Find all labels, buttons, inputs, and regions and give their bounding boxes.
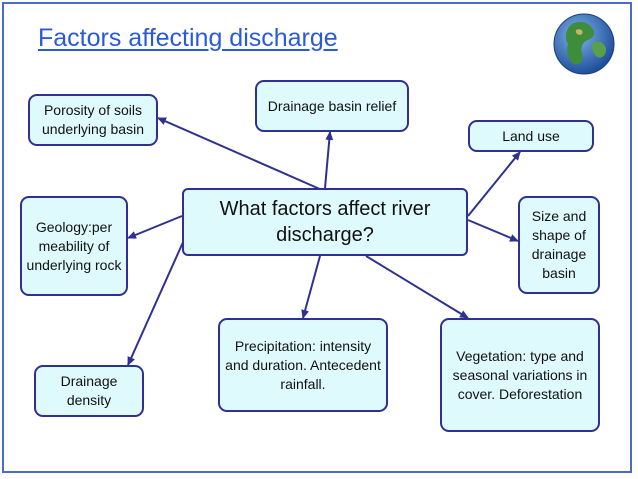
node-size-shape: Size and shape of drainage basin	[518, 196, 600, 294]
node-land-use: Land use	[468, 120, 594, 152]
node-drainage-density: Drainage density	[34, 365, 144, 417]
arrow-to-geology	[127, 215, 183, 239]
node-geology: Geology:per meability of underlying rock	[20, 196, 128, 296]
arrow-to-porosity	[157, 117, 323, 191]
arrow-to-relief	[324, 131, 334, 189]
globe-icon	[553, 13, 615, 75]
arrow-to-size-shape	[467, 219, 519, 242]
arrow-to-drainage-density	[127, 239, 185, 366]
node-porosity: Porosity of soils underlying basin	[28, 94, 158, 146]
arrow-to-vegetation	[365, 255, 469, 319]
node-precipitation: Precipitation: intensity and duration. A…	[218, 318, 388, 412]
arrow-to-land-use	[467, 151, 521, 217]
node-vegetation: Vegetation: type and seasonal variations…	[440, 318, 600, 432]
central-question: What factors affect river discharge?	[182, 188, 468, 256]
node-relief: Drainage basin relief	[255, 80, 409, 132]
page-title: Factors affecting discharge	[38, 24, 338, 52]
arrow-to-precipitation	[301, 255, 321, 319]
